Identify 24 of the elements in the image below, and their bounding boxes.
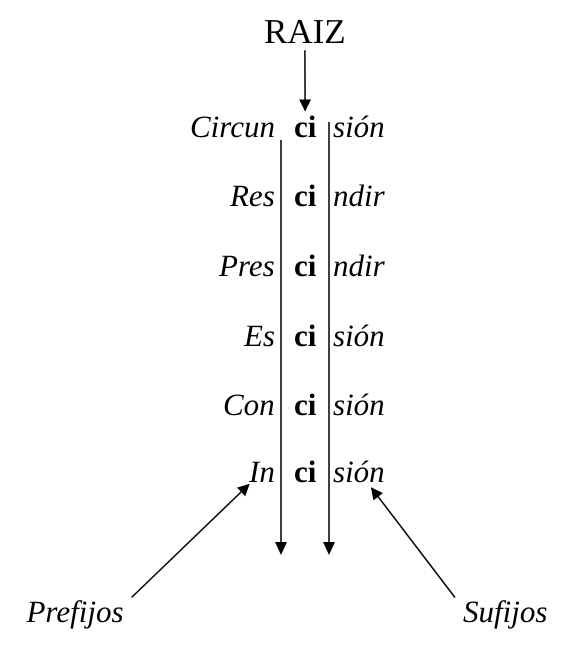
category-label: Prefijos	[26, 596, 124, 628]
suffix-part: sión	[333, 110, 385, 144]
root-heading: RAIZ	[264, 14, 346, 50]
suffix-part: ndir	[333, 180, 385, 212]
suffix-part: ndir	[333, 250, 385, 282]
root-part: ci	[294, 180, 316, 212]
prefix-part: Es	[244, 320, 275, 352]
root-part: ci	[294, 110, 316, 144]
prefix-part: Pres	[219, 250, 275, 282]
suffix-part: sión	[333, 320, 385, 352]
root-part: ci	[294, 388, 316, 422]
root-part: ci	[294, 320, 316, 352]
prefix-part: Con	[223, 388, 275, 422]
arrow	[370, 487, 456, 598]
arrow	[299, 50, 312, 112]
root-part: ci	[294, 250, 316, 282]
prefix-part: In	[249, 456, 275, 488]
suffix-part: sión	[333, 388, 385, 422]
arrow	[131, 484, 250, 598]
prefix-part: Res	[230, 180, 275, 212]
prefix-part: Circun	[190, 110, 275, 144]
suffix-part: sión	[333, 456, 385, 488]
category-label: Sufijos	[463, 596, 548, 628]
root-part: ci	[294, 456, 316, 488]
